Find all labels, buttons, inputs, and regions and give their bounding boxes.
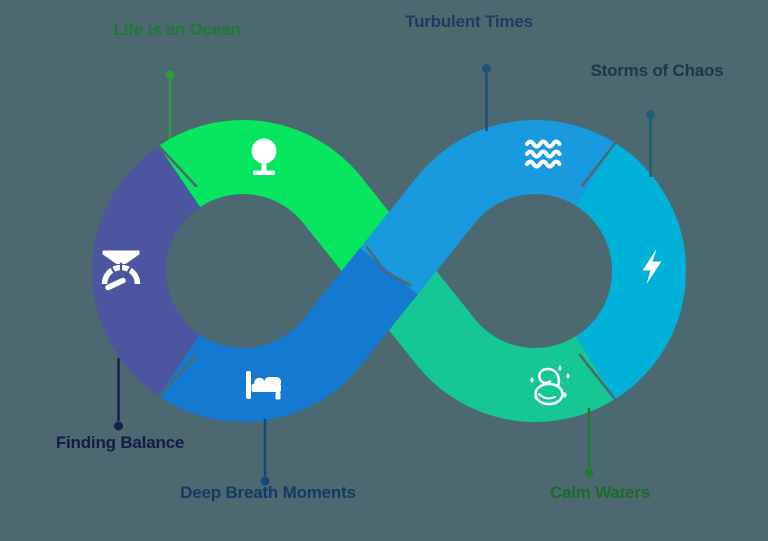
turbulent-pin-dot xyxy=(482,64,491,73)
segment-calm-waters xyxy=(360,247,615,422)
life-pin-dot xyxy=(165,70,175,80)
seam-top-right xyxy=(580,140,618,188)
segment-storms-of-chaos xyxy=(574,142,686,400)
segment-finding-balance xyxy=(92,145,201,397)
swan-icon xyxy=(530,364,570,406)
label-turbulent-times: Turbulent Times xyxy=(405,12,533,31)
segment-seams xyxy=(154,140,618,401)
segment-turbulent-times xyxy=(360,120,615,295)
seam-top-left xyxy=(154,141,198,188)
calm-pin-dot xyxy=(584,468,594,478)
label-storms-of-chaos: Storms of Chaos xyxy=(590,61,724,80)
seam-bottom-left xyxy=(154,354,198,401)
lightning-icon xyxy=(642,249,662,284)
storms-pin-dot xyxy=(646,110,655,119)
swan-droplets xyxy=(530,364,570,401)
waves-icon xyxy=(525,139,562,169)
tree-icon xyxy=(251,138,277,175)
scale-icon xyxy=(101,250,141,291)
seam-bottom-right xyxy=(578,353,616,400)
label-deep-breath-moments: Deep Breath Moments xyxy=(180,483,356,502)
scale-ticks xyxy=(109,262,133,275)
seam-center xyxy=(365,245,412,287)
segment-deep-breath-moments xyxy=(158,247,418,422)
label-calm-waters: Calm Waters xyxy=(549,483,651,502)
deep-pin-dot xyxy=(260,476,270,486)
bed-icon xyxy=(246,371,281,400)
label-life-is-an-ocean: Life is an Ocean xyxy=(113,20,241,39)
connector-pin-dots xyxy=(114,64,655,486)
finding-pin-dot xyxy=(114,421,123,431)
label-finding-balance: Finding Balance xyxy=(55,433,185,452)
connector-pins xyxy=(117,72,652,476)
